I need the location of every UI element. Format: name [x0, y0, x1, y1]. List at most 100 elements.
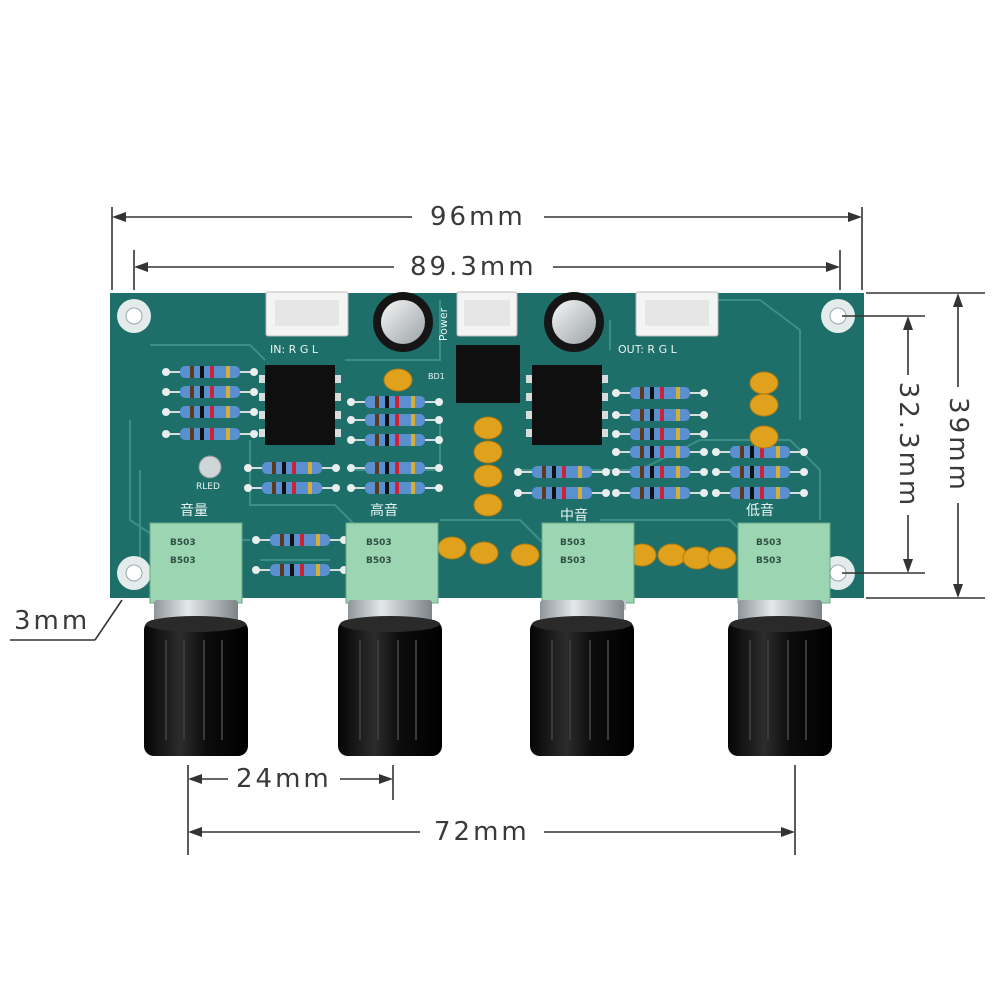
resistor-band [395, 434, 399, 446]
resistor-band [282, 482, 286, 494]
resistor-band [760, 466, 764, 478]
resistor-band [411, 396, 415, 408]
ic-pin [526, 375, 532, 383]
knob [728, 620, 832, 756]
solder-pad [800, 448, 808, 456]
resistor-band [660, 487, 664, 499]
resistor-band [640, 409, 644, 421]
solder-pad [244, 464, 252, 472]
led [198, 455, 222, 479]
resistor-band [676, 487, 680, 499]
ic-pin [259, 393, 265, 401]
solder-pad [252, 536, 260, 544]
solder-pad [162, 368, 170, 376]
resistor-band [375, 396, 379, 408]
resistor-band [660, 409, 664, 421]
resistor-band [292, 462, 296, 474]
resistor-band [776, 487, 780, 499]
solder-pad [250, 388, 258, 396]
knob-spacing-dimension-label: 24mm [228, 764, 340, 794]
solder-pad [347, 484, 355, 492]
resistor-band [210, 428, 214, 440]
resistor-band [385, 396, 389, 408]
ceramic-capacitor [469, 541, 499, 565]
resistor-band [562, 466, 566, 478]
resistor-band [272, 462, 276, 474]
knob-offset-dimension-label: 3mm [14, 606, 91, 636]
resistor-band [660, 466, 664, 478]
solder-pad [514, 489, 522, 497]
ic-chips [265, 345, 602, 445]
resistor-band [226, 366, 230, 378]
resistor-band [210, 406, 214, 418]
resistor-band [640, 466, 644, 478]
resistor-band [740, 446, 744, 458]
ceramic-capacitor [707, 546, 737, 570]
ic-pin [602, 393, 608, 401]
solder-pad [162, 430, 170, 438]
resistor-band [272, 482, 276, 494]
pot-label-mid: 中音 [560, 508, 588, 524]
resistor-band [676, 409, 680, 421]
resistor-band [750, 466, 754, 478]
pot-code-2a: B503 [366, 538, 392, 548]
resistor-band [290, 564, 294, 576]
resistors [162, 366, 808, 576]
resistor-band [190, 406, 194, 418]
solder-pad [250, 408, 258, 416]
resistor-band [676, 428, 680, 440]
resistor-band [676, 446, 680, 458]
solder-pad [162, 408, 170, 416]
resistor-band [290, 534, 294, 546]
pot-code-3a: B503 [560, 538, 586, 548]
resistor-band [640, 446, 644, 458]
resistor-band [385, 434, 389, 446]
resistor-band [395, 482, 399, 494]
pot-code-4a: B503 [756, 538, 782, 548]
solder-pad [700, 468, 708, 476]
ceramic-capacitor [473, 464, 503, 488]
ic-pin [602, 375, 608, 383]
resistor-band [375, 482, 379, 494]
resistor-band [190, 386, 194, 398]
resistor-band [226, 386, 230, 398]
resistor-band [578, 466, 582, 478]
solder-pad [712, 468, 720, 476]
electrolytic-capacitors [373, 292, 604, 352]
resistor-band [776, 466, 780, 478]
resistor-band [542, 487, 546, 499]
resistor-band [750, 446, 754, 458]
ic-pin [259, 411, 265, 419]
knob-top [532, 616, 632, 632]
solder-pad [612, 448, 620, 456]
resistor-band [300, 564, 304, 576]
resistor-band [640, 428, 644, 440]
ceramic-capacitor [473, 493, 503, 517]
knob [338, 620, 442, 756]
potentiometer-body [541, 522, 635, 604]
resistor-band [552, 466, 556, 478]
ceramic-capacitor [473, 440, 503, 464]
resistor-band [676, 387, 680, 399]
solder-pad [712, 489, 720, 497]
ic-pin [526, 393, 532, 401]
pot-code-3b: B503 [560, 556, 586, 566]
power-label: Power [437, 307, 451, 342]
hole-width-dimension-label: 89.3mm [394, 252, 553, 282]
ic-pin [259, 375, 265, 383]
resistor-band [210, 386, 214, 398]
resistor-band [308, 462, 312, 474]
hole-height-dimension-label: 32.3mm [893, 375, 923, 515]
solder-pad [347, 416, 355, 424]
resistor-band [280, 564, 284, 576]
ceramic-capacitor [383, 368, 413, 392]
solder-pad [700, 448, 708, 456]
solder-pad [612, 489, 620, 497]
solder-pad [162, 388, 170, 396]
resistor-band [776, 446, 780, 458]
resistor-band [226, 406, 230, 418]
resistor-band [650, 446, 654, 458]
solder-pad [602, 489, 610, 497]
resistor-band [740, 487, 744, 499]
knobs [144, 600, 832, 756]
